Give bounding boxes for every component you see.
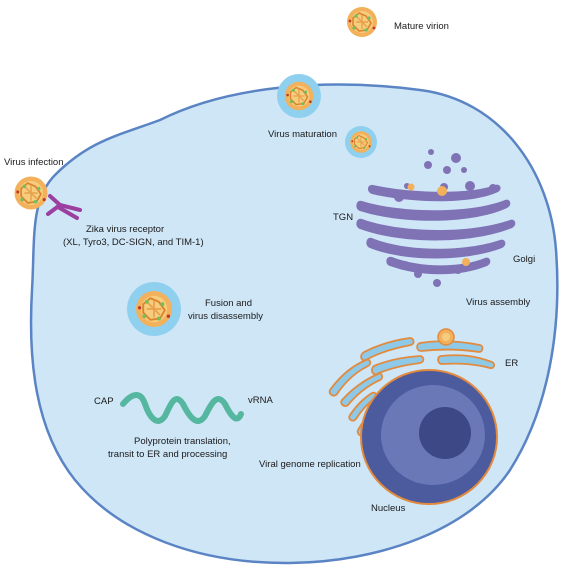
fusion-label-line1: Fusion and — [205, 298, 252, 309]
translation-label-line2: transit to ER and processing — [108, 449, 227, 460]
er-virion — [437, 328, 455, 346]
infecting-virion-icon — [13, 175, 49, 211]
receptor-label-line1: Zika virus receptor — [86, 224, 164, 235]
fusion-label-line2: virus disassembly — [188, 311, 263, 322]
fusion-vesicle — [127, 282, 181, 336]
nucleus — [360, 369, 498, 505]
endoplasmic-reticulum — [328, 337, 496, 437]
vrna-label: vRNA — [248, 395, 273, 406]
nucleus-label: Nucleus — [371, 503, 406, 514]
maturation-vesicle-1 — [277, 74, 321, 118]
tgn-label: TGN — [333, 212, 353, 223]
translation-label-line1: Polyprotein translation, — [134, 436, 231, 447]
golgi-apparatus — [356, 149, 516, 287]
mature-virion-icon — [346, 6, 378, 38]
receptor-label-line2: (XL, Tyro3, DC-SIGN, and TIM-1) — [63, 237, 204, 248]
vrna-strand — [120, 392, 244, 424]
cell-membrane — [29, 83, 559, 565]
mature-virion-label: Mature virion — [394, 21, 449, 32]
cap-label: CAP — [94, 396, 114, 407]
virus-maturation-label: Virus maturation — [268, 129, 337, 140]
maturation-vesicle-2 — [345, 126, 377, 158]
replication-label: Viral genome replication — [259, 459, 361, 470]
virus-assembly-label: Virus assembly — [466, 297, 530, 308]
golgi-label: Golgi — [513, 254, 535, 265]
golgi-virions — [407, 183, 470, 266]
virus-infection-label: Virus infection — [4, 157, 64, 168]
er-label: ER — [505, 358, 518, 369]
receptor-icon — [46, 194, 82, 220]
